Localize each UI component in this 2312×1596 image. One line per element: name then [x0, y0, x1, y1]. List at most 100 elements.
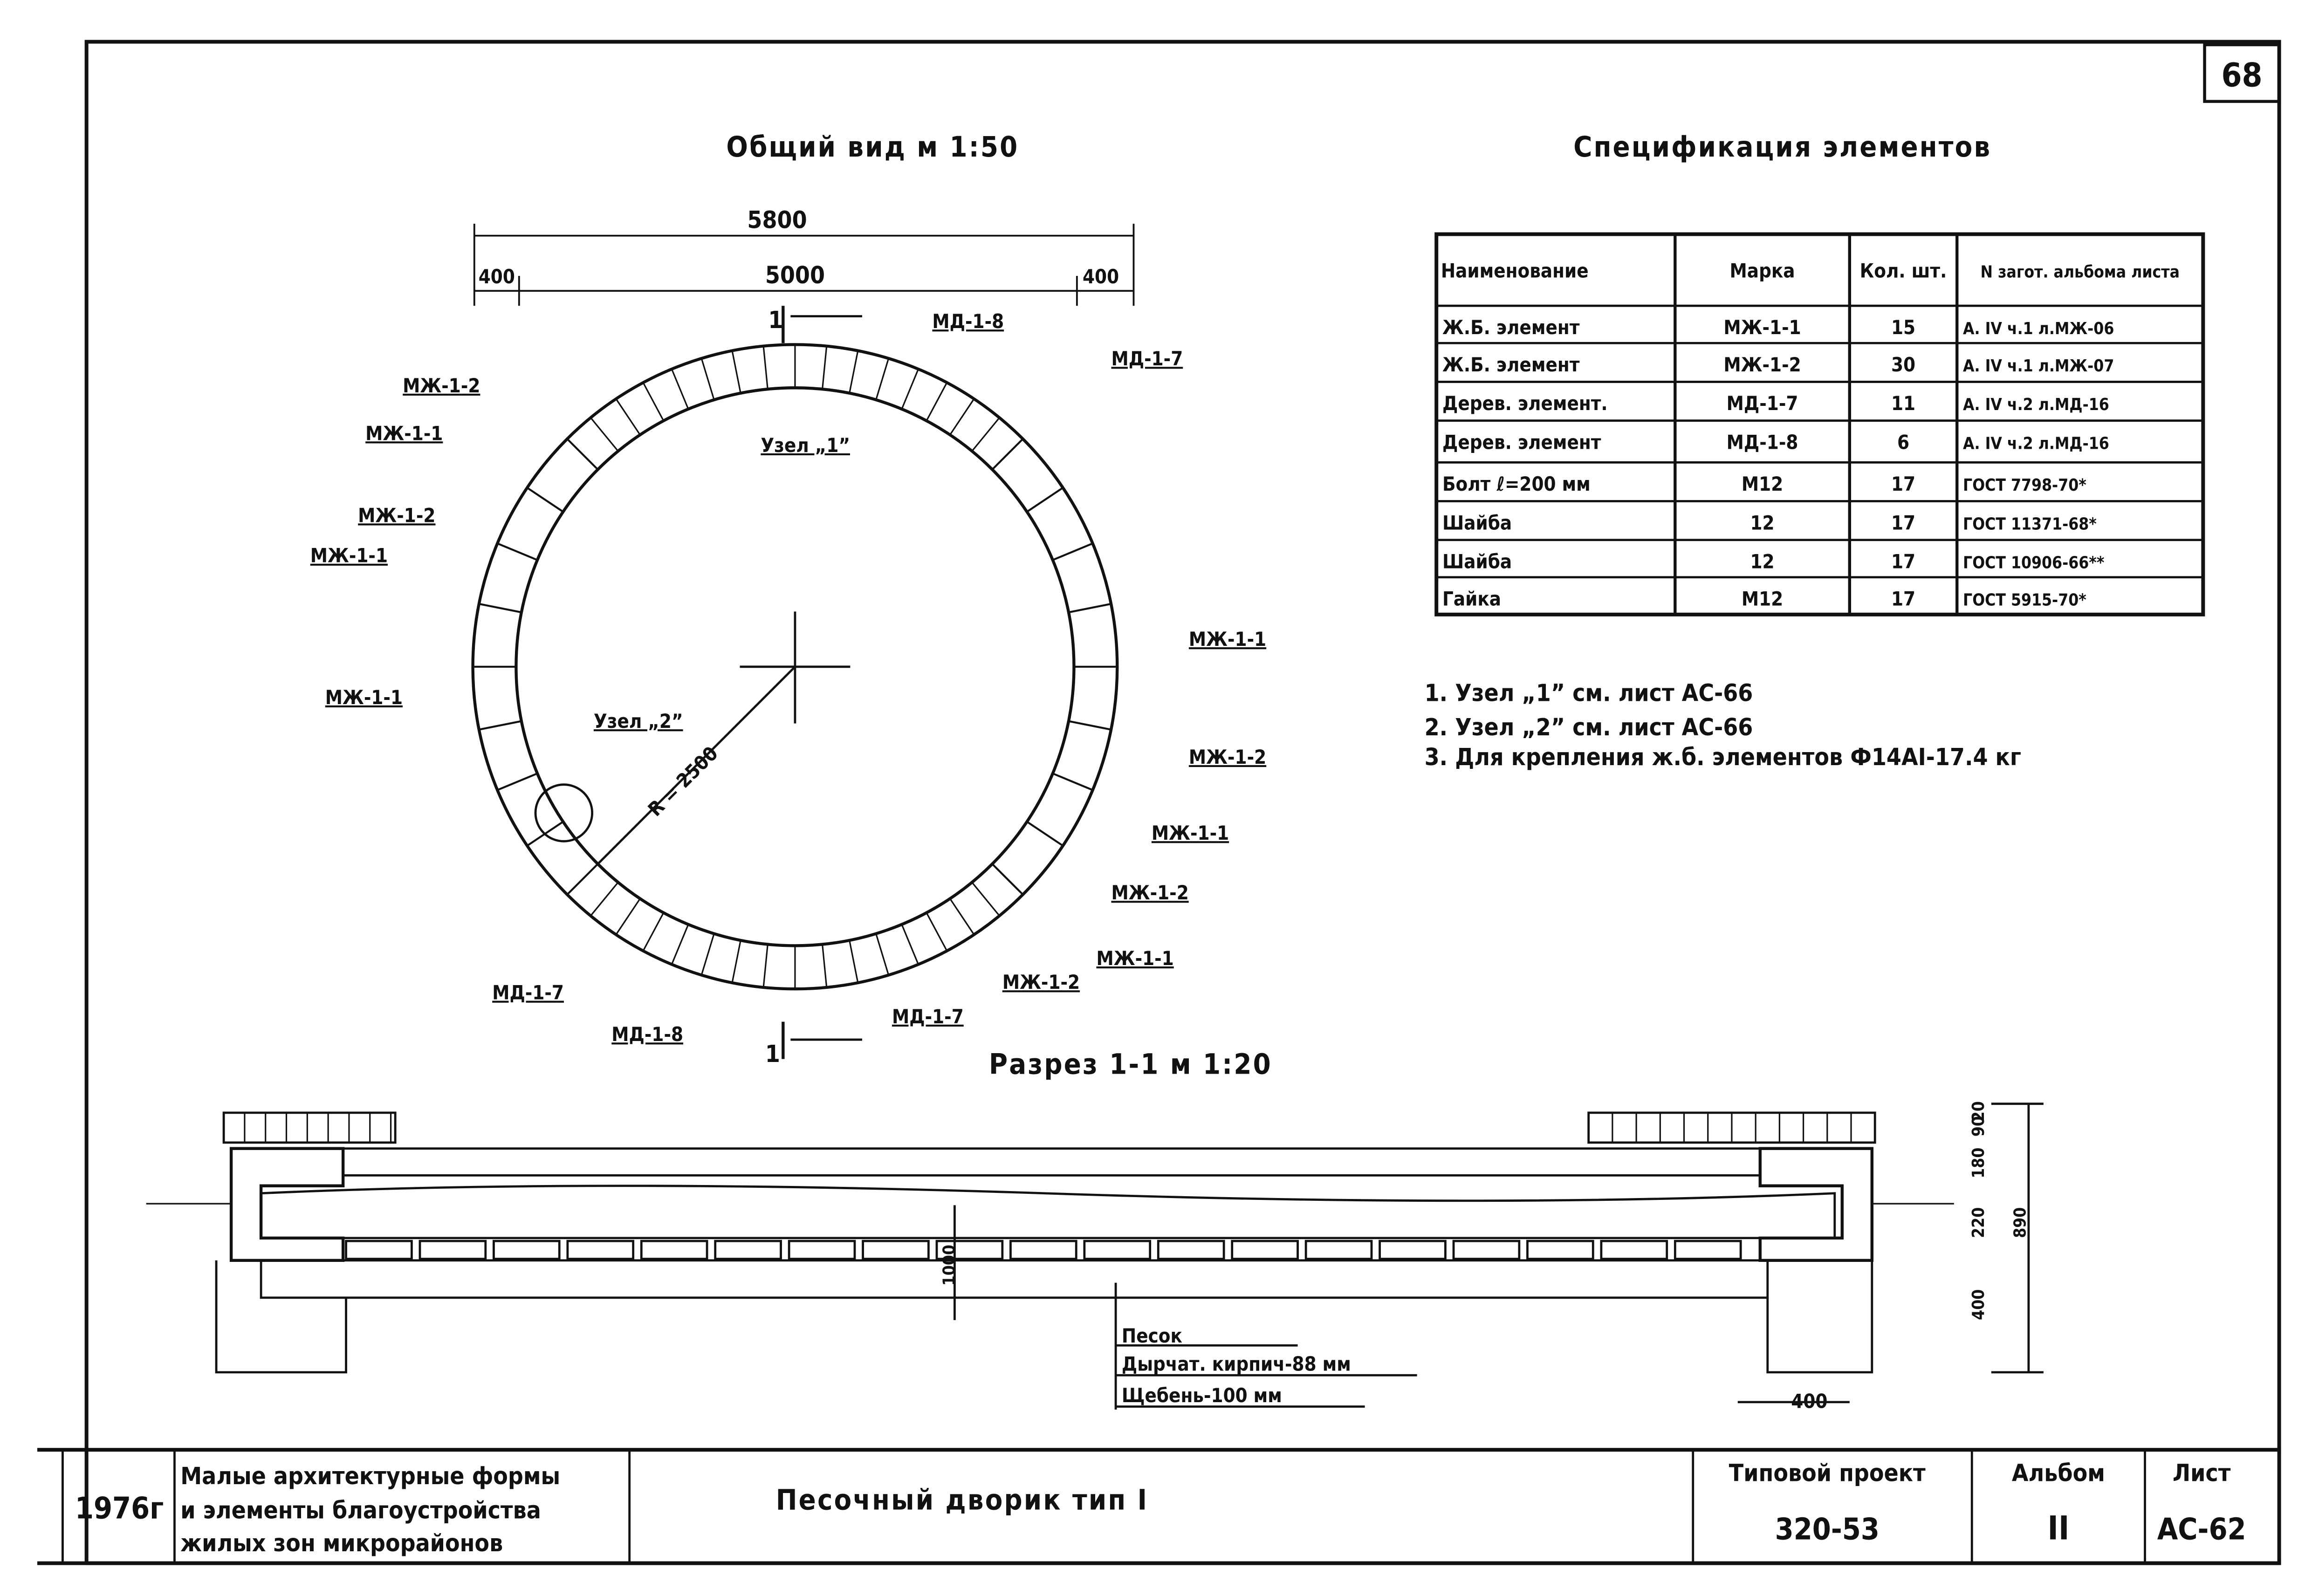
element-label: МЖ-1-2: [358, 504, 435, 527]
spec-cell: Шайба: [1442, 511, 1512, 534]
brick: [493, 1240, 561, 1260]
node2-label: Узел „2”: [594, 710, 683, 733]
right-dim-label: 20: [1969, 1101, 1988, 1122]
dim-middle: 5000: [765, 261, 825, 289]
spec-header: Марка: [1730, 259, 1795, 282]
dim-total: 5800: [747, 206, 807, 234]
element-label: МЖ-1-1: [1096, 947, 1173, 970]
brick: [1379, 1240, 1447, 1260]
right-dim-label: 400: [1969, 1289, 1988, 1320]
ring-segment-line: [479, 603, 522, 614]
ring-plan: [471, 306, 1119, 1059]
ring-segment-line: [642, 382, 665, 421]
layer-gravel: Щебень-100 мм: [1122, 1384, 1282, 1407]
element-label: МД-1-7: [892, 1005, 964, 1028]
project-label: Типовой проект: [1729, 1459, 1926, 1487]
spec-table: Наименование Марка Кол. шт. N загот. альбом…: [1434, 232, 2205, 616]
ring-segment-line: [901, 369, 919, 410]
ring-segment-line: [971, 882, 1000, 917]
element-label: МД-1-8: [611, 1023, 683, 1046]
brick: [640, 1240, 708, 1260]
ring-segment-line: [497, 542, 538, 561]
sheet-number: 68: [2221, 56, 2262, 95]
note-3: 3. Для крепления ж.б. элементов Ф14АI-17…: [1425, 743, 2021, 771]
brick: [714, 1240, 782, 1260]
series-line-1: Малые архитектурные формы: [180, 1462, 560, 1490]
ring-segment-line: [566, 438, 599, 471]
element-label: МД-1-7: [1111, 347, 1183, 370]
section-drawing: [146, 1103, 2044, 1410]
dim-depth: 1000: [940, 1245, 959, 1286]
ring-segment-line: [671, 369, 689, 410]
album-label: Альбом: [2012, 1459, 2105, 1487]
spec-cell: Шайба: [1442, 550, 1512, 573]
spec-cell: МД-1-7: [1727, 392, 1798, 415]
sheet-number-box: [2203, 43, 2281, 103]
element-label: МЖ-1-2: [1002, 971, 1080, 993]
ring-segment-line: [526, 821, 564, 847]
brick: [1304, 1240, 1373, 1260]
ring-segment-line: [1026, 486, 1063, 513]
brick: [1157, 1240, 1225, 1260]
element-label: МЖ-1-1: [310, 544, 388, 567]
spec-cell: А. IV ч.1 л.МЖ-07: [1963, 356, 2114, 376]
brick: [418, 1240, 487, 1260]
right-dim-label: 890: [2010, 1207, 2030, 1238]
ring-segment-line: [949, 398, 975, 436]
ring-segment-line: [671, 924, 689, 965]
spec-table-border: [1434, 232, 2205, 616]
ring-segment-line: [590, 417, 619, 452]
layer-brick: Дырчат. кирпич-88 мм: [1122, 1353, 1351, 1376]
ring-segment-line: [590, 882, 619, 917]
ring-segment-line: [526, 486, 564, 513]
spec-cell: 17: [1891, 473, 1915, 495]
ring-segment-line: [615, 398, 641, 436]
element-label: МЖ-1-2: [403, 374, 480, 397]
ring-segment-line: [731, 940, 741, 983]
ring-segment-line: [991, 438, 1024, 471]
section-mark-bottom: 1: [765, 1040, 780, 1068]
album-number: II: [2047, 1509, 2069, 1547]
spec-header: Кол. шт.: [1860, 259, 1947, 282]
year: 1976г: [75, 1492, 164, 1526]
spec-header: N загот. альбома листа: [1981, 262, 2180, 281]
brick: [862, 1240, 930, 1260]
ring-segment-line: [849, 350, 859, 394]
ring-segment-line: [700, 933, 715, 975]
spec-cell: Болт ℓ=200 мм: [1442, 473, 1591, 495]
element-label: МЖ-1-1: [1189, 628, 1266, 651]
ring-segment-line: [615, 898, 641, 935]
perforated-bricks: [223, 1112, 1852, 1260]
general-view-title: Общий вид м 1:50: [726, 131, 1019, 164]
element-label: МЖ-1-1: [325, 686, 403, 709]
spec-cell: А. IV ч.2 л.МД-16: [1963, 395, 2109, 414]
ring-segment-line: [949, 898, 975, 935]
drawing-title: Песочный дворик тип I: [776, 1484, 1148, 1516]
element-label: МЖ-1-1: [365, 422, 443, 445]
spec-cell: 6: [1897, 431, 1909, 453]
brick: [1231, 1240, 1299, 1260]
brick: [1526, 1240, 1594, 1260]
ring-segment-line: [1026, 821, 1063, 847]
right-dim-label: 90: [1969, 1116, 1988, 1137]
spec-cell: Гайка: [1442, 588, 1501, 610]
ring-segment-line: [762, 944, 768, 988]
brick: [1083, 1240, 1152, 1260]
radius-label: R = 2500: [644, 742, 722, 821]
dim-right: 400: [1083, 265, 1119, 288]
spec-cell: ГОСТ 11371-68*: [1963, 514, 2097, 534]
spec-header: Наименование: [1441, 259, 1589, 282]
spec-cell: 17: [1891, 588, 1915, 610]
brick: [935, 1240, 1004, 1260]
spec-cell: 12: [1750, 550, 1775, 573]
spec-title: Спецификация элементов: [1573, 131, 1991, 164]
element-label: МД-1-7: [492, 981, 564, 1004]
ring-segment-line: [497, 772, 538, 791]
spec-cell: МЖ-1-1: [1723, 316, 1801, 339]
spec-cell: М12: [1742, 588, 1783, 610]
node1-label: Узел „1”: [761, 434, 850, 457]
ring-segment-line: [875, 933, 890, 975]
spec-cell: МЖ-1-2: [1723, 353, 1801, 376]
